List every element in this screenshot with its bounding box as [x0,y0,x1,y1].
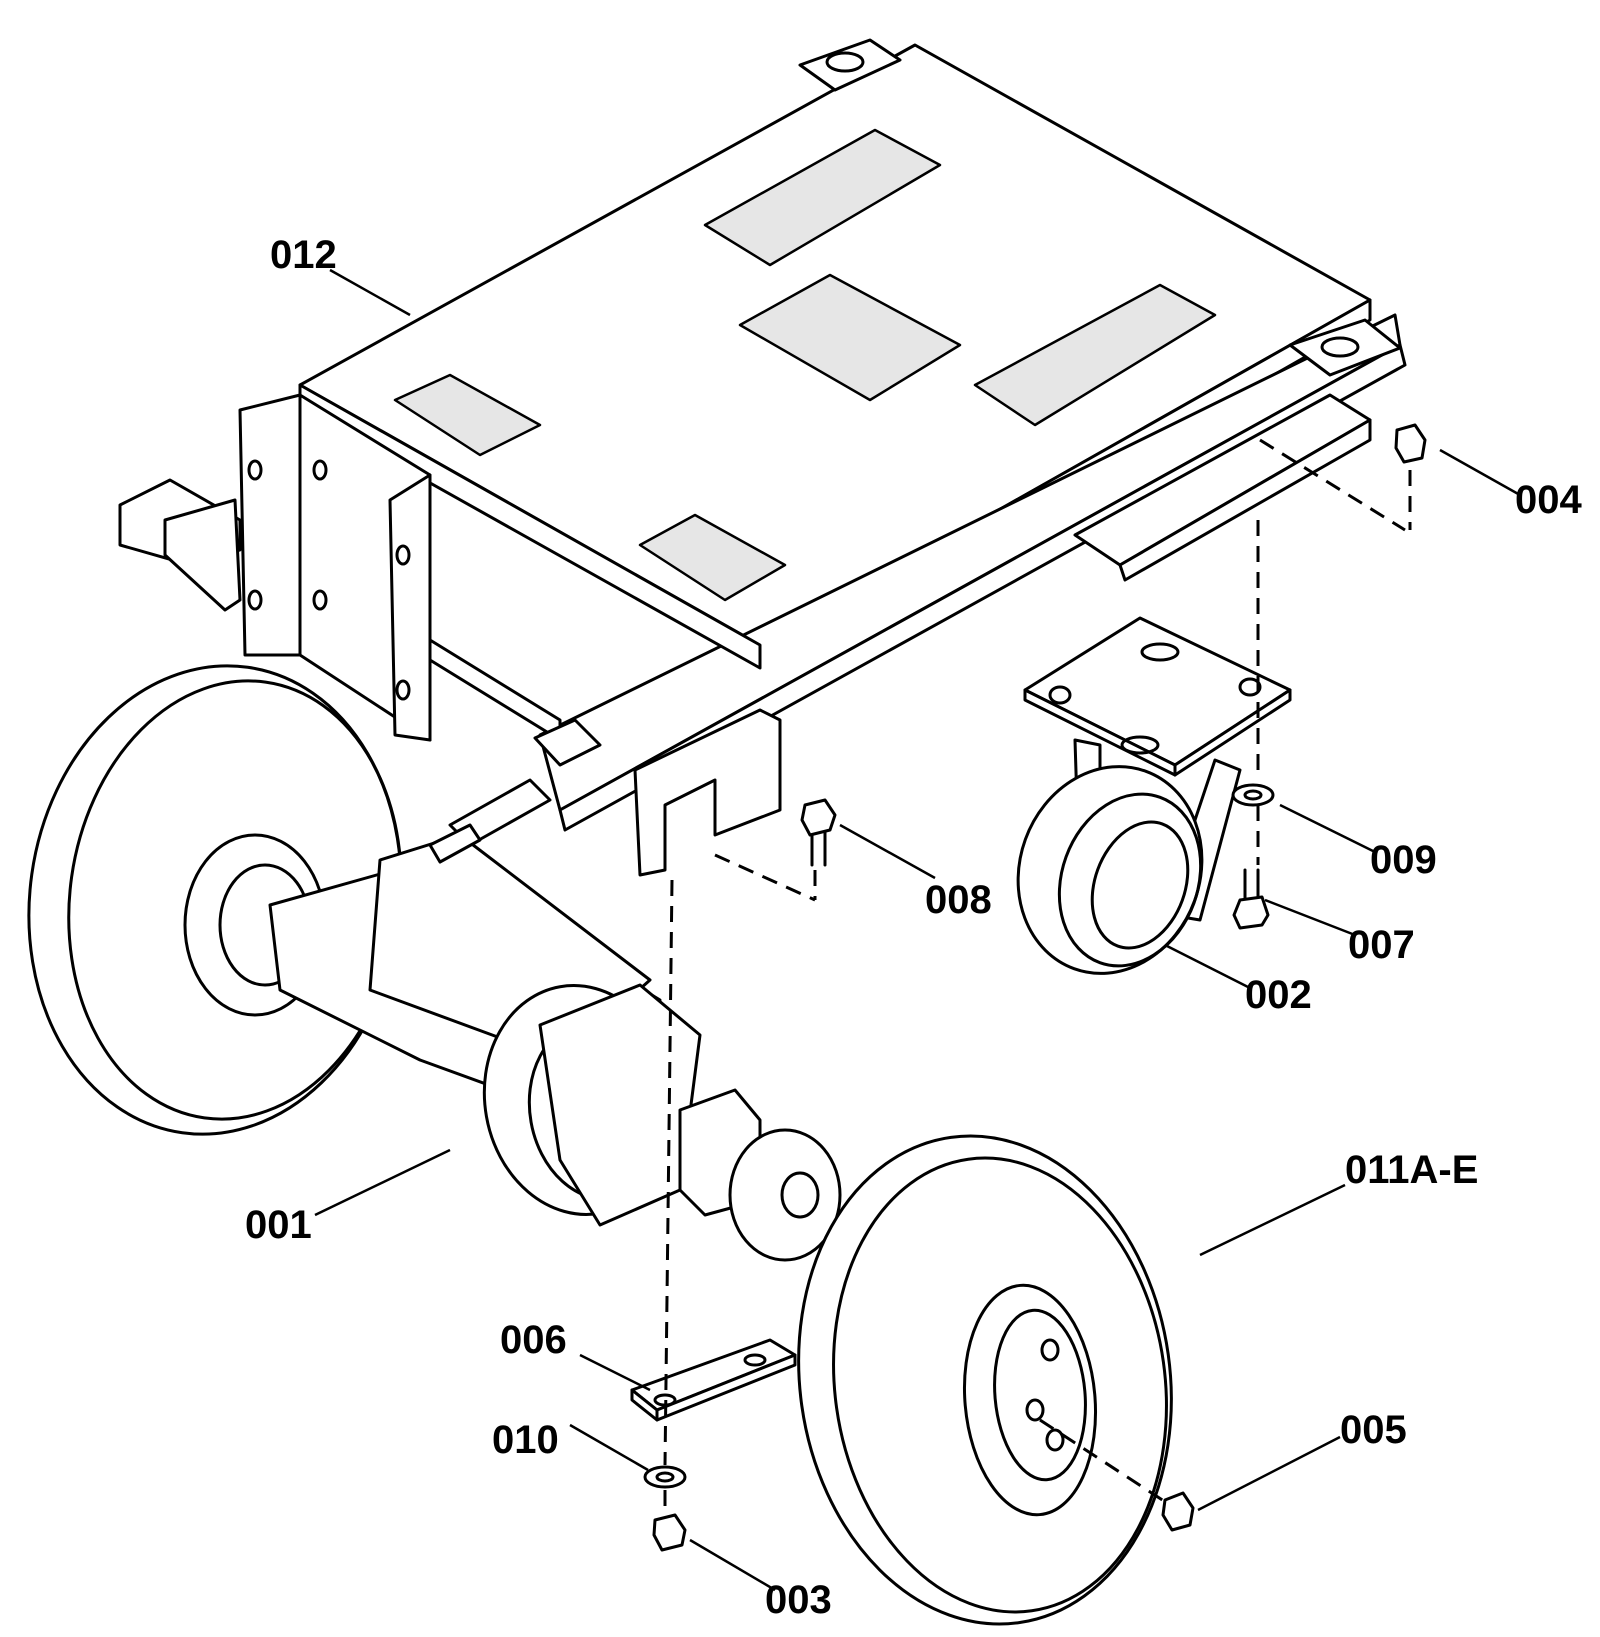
leader-lines [314,268,1521,1592]
washer-009 [1231,783,1275,807]
callout-010: 010 [492,1418,559,1462]
callout-003: 003 [765,1578,832,1622]
bolt-007 [1232,895,1270,930]
nut-004 [1394,423,1427,464]
caster-wheel [1016,616,1292,975]
chassis-frame [118,38,1407,877]
callout-011a-e: 011A-E [1345,1148,1479,1192]
callout-001: 001 [245,1203,312,1247]
road-wheel [797,1134,1173,1626]
callout-012: 012 [270,233,337,277]
nut-005 [1161,1491,1195,1532]
assembly-lines [663,438,1412,1515]
hardware [630,423,1427,1552]
bolt-008 [800,798,837,837]
callout-008: 008 [925,878,992,922]
callout-002: 002 [1245,973,1312,1017]
callout-006: 006 [500,1318,567,1362]
drive-axle [27,664,842,1262]
washer-010 [643,1465,687,1489]
callout-004: 004 [1515,478,1582,522]
callout-005: 005 [1340,1408,1407,1452]
callout-009: 009 [1370,838,1437,882]
nut-003 [652,1513,687,1552]
callout-007: 007 [1348,923,1415,967]
